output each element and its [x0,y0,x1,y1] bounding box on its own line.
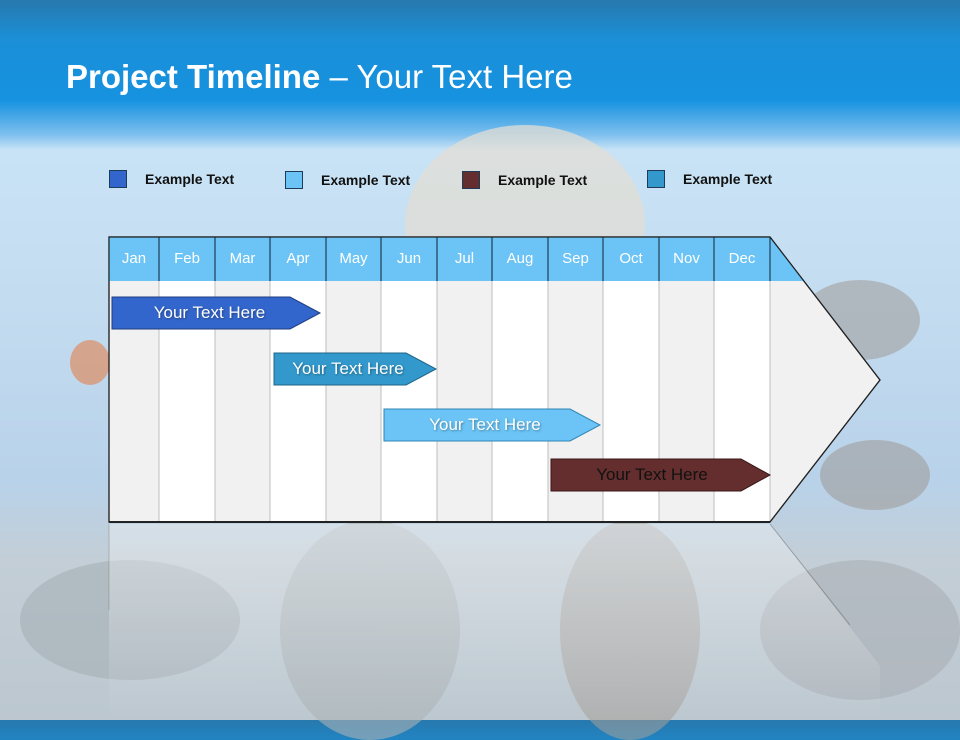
legend-swatch-icon [285,171,303,189]
month-jun: Jun [396,250,422,267]
task-bar[interactable]: Your Text Here [274,353,422,385]
task-bar[interactable]: Your Text Here [551,459,753,491]
month-jan: Jan [121,250,147,267]
legend-swatch-icon [462,171,480,189]
month-oct: Oct [619,250,643,267]
legend-label: Example Text [498,172,588,188]
timeline-arrow [108,236,881,720]
task-label: Your Text Here [153,303,266,322]
legend-swatch-icon [647,170,665,188]
month-dec: Dec [728,250,756,267]
legend-label: Example Text [145,171,235,187]
task-label: Your Text Here [292,359,404,378]
month-sep: Sep [562,250,589,267]
title-bold: Project Timeline [66,58,321,95]
legend-label: Example Text [683,171,773,187]
task-bar[interactable]: Your Text Here [384,409,586,441]
month-nov: Nov [673,250,700,267]
task-label: Your Text Here [429,415,541,434]
legend-item: Example Text [285,171,410,189]
page-title: Project Timeline – Your Text Here [66,58,573,96]
month-may: May [339,250,368,267]
legend-swatch-icon [109,170,127,188]
legend-label: Example Text [321,172,411,188]
title-rest: – Your Text Here [320,58,573,95]
month-feb: Feb [174,250,200,267]
month-aug: Aug [506,250,534,267]
legend-item: Example Text [109,170,234,188]
month-apr: Apr [286,250,310,267]
month-jul: Jul [454,250,475,267]
task-bar[interactable]: Your Text Here [112,297,307,329]
legend-item: Example Text [462,171,587,189]
month-mar: Mar [229,250,256,267]
task-label: Your Text Here [596,465,708,484]
legend-item: Example Text [647,170,772,188]
